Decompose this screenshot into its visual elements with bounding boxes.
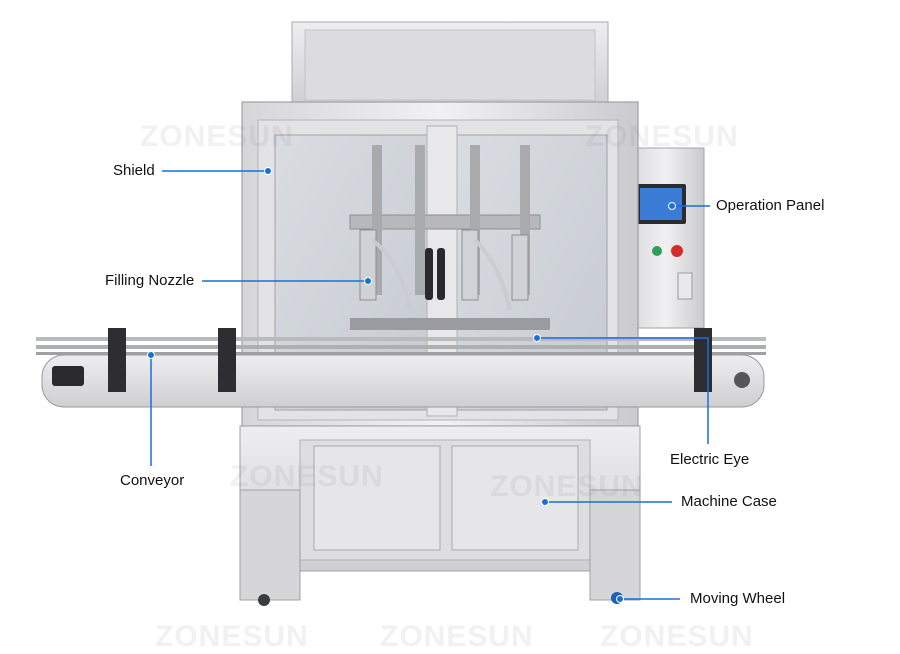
stop-button (671, 245, 683, 257)
conveyor-belt (36, 328, 766, 408)
start-button (652, 246, 662, 256)
label-shield: Shield (113, 162, 155, 179)
label-moving-wheel: Moving Wheel (690, 590, 786, 607)
door-handle-right (437, 248, 445, 300)
top-cover (291, 21, 609, 107)
watermark: ZONESUN (585, 120, 739, 153)
watermark: ZONESUN (600, 620, 754, 653)
door-handle-left (425, 248, 433, 300)
watermark: ZONESUN (230, 460, 384, 493)
label-filling-nozzle: Filling Nozzle (105, 272, 195, 289)
label-conveyor: Conveyor (120, 472, 185, 489)
watermark: ZONESUN (140, 120, 294, 153)
wheel-left (258, 594, 270, 606)
leader-lines (147, 167, 710, 603)
touch-screen (640, 188, 682, 220)
control-box (625, 147, 705, 329)
watermark: ZONESUN (155, 620, 309, 653)
watermark: ZONESUN (380, 620, 534, 653)
machine-case-body (239, 425, 641, 606)
label-electric-eye: Electric Eye (670, 451, 750, 468)
label-operation-panel: Operation Panel (716, 197, 825, 214)
watermark: ZONESUN (490, 470, 644, 503)
label-machine-case: Machine Case (681, 493, 777, 510)
